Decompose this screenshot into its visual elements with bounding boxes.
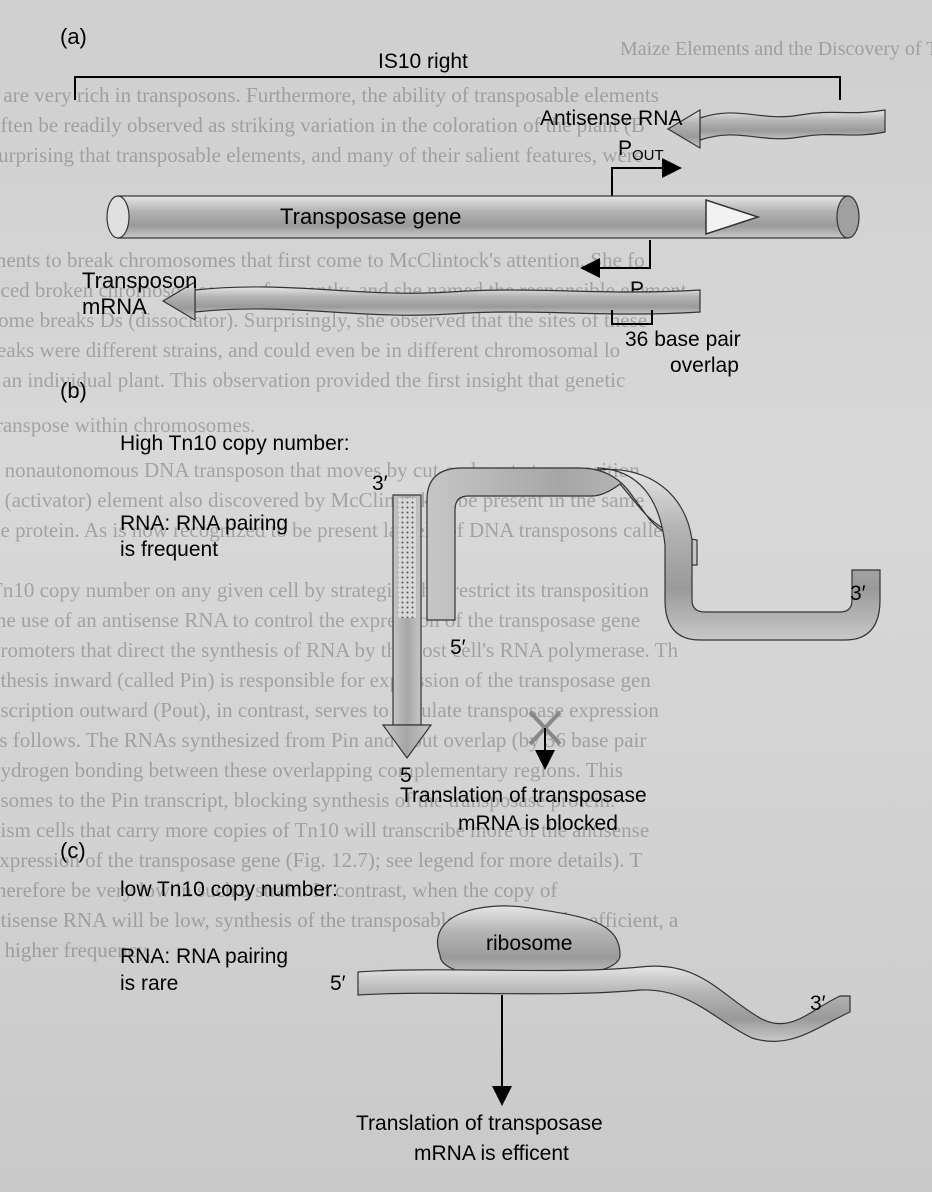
transposase-mrna-arrowhead	[383, 725, 431, 758]
antisense-rna-label: Antisense RNA	[540, 107, 682, 130]
end-3-left: 3′	[372, 472, 388, 495]
end-5-c: 5′	[330, 972, 346, 995]
pairing-rare-label-1: RNA: RNA pairing	[120, 945, 288, 968]
is10-bracket	[75, 77, 840, 100]
blocked-result-label-1: Translation of transposase	[400, 784, 647, 807]
panel-c-label: (c)	[60, 838, 86, 863]
tube-end-right	[837, 196, 859, 238]
panel-b-label: (b)	[60, 378, 87, 403]
pairing-frequent-label-2: is frequent	[120, 538, 218, 561]
end-5-upper: 5′	[450, 636, 466, 659]
transposase-gene-label: Transposase gene	[280, 204, 461, 229]
ribosome-label: ribosome	[486, 932, 572, 955]
transposon-mrna-strand	[195, 287, 700, 315]
efficient-result-label-2: mRNA is efficent	[414, 1142, 569, 1165]
pairing-rare-label-2: is rare	[120, 972, 178, 995]
high-copy-number-label: High Tn10 copy number:	[120, 432, 350, 455]
end-3-right: 3′	[850, 582, 866, 605]
p-out-label: POUT	[618, 137, 664, 164]
transposon-mrna-label-2: mRNA	[82, 294, 147, 319]
blocked-result-label-2: mRNA is blocked	[458, 812, 618, 835]
mrna-strand-c	[358, 966, 850, 1041]
overlap-label-1: 36 base pair	[625, 328, 741, 351]
antisense-rna-strand	[700, 110, 885, 140]
is10-right-label: IS10 right	[378, 50, 468, 73]
end-3-c: 3′	[810, 992, 826, 1015]
low-copy-number-label: low Tn10 copy number:	[120, 878, 338, 901]
efficient-result-label-1: Translation of transposase	[356, 1112, 603, 1135]
p-in-promoter-arrow	[590, 240, 650, 268]
paired-region-stipple	[398, 498, 416, 618]
panel-a-label: (a)	[60, 24, 87, 49]
tube-end-left	[107, 196, 129, 238]
antisense-rna-loop	[598, 468, 880, 640]
pairing-frequent-label-1: RNA: RNA pairing	[120, 512, 288, 535]
transposon-mrna-label-1: Transposon	[82, 268, 197, 293]
overlap-label-2: overlap	[670, 354, 739, 377]
